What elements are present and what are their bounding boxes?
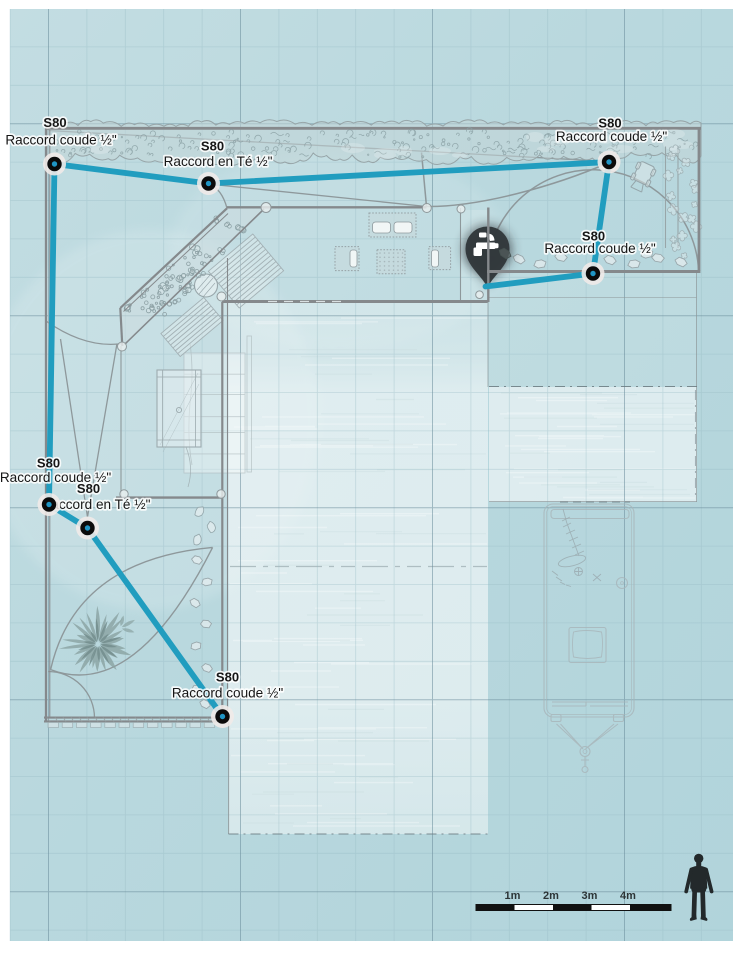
svg-text:Raccord coude ½": Raccord coude ½" — [172, 686, 284, 701]
svg-text:Raccord en Té ½": Raccord en Té ½" — [42, 497, 151, 512]
svg-text:Raccord coude ½": Raccord coude ½" — [0, 470, 111, 485]
svg-text:S80: S80 — [598, 116, 621, 131]
svg-text:Raccord coude ½": Raccord coude ½" — [544, 241, 656, 256]
svg-text:S80: S80 — [37, 456, 60, 471]
svg-text:Raccord coude ½": Raccord coude ½" — [172, 686, 284, 701]
svg-text:S80: S80 — [582, 229, 605, 244]
svg-text:S80: S80 — [201, 139, 224, 154]
svg-text:Raccord coude ½": Raccord coude ½" — [556, 129, 668, 144]
svg-text:Raccord coude ½": Raccord coude ½" — [544, 241, 656, 256]
svg-text:S80: S80 — [582, 229, 605, 244]
svg-text:S80: S80 — [43, 115, 66, 130]
svg-text:Raccord coude ½": Raccord coude ½" — [0, 470, 111, 485]
svg-text:S80: S80 — [43, 115, 66, 130]
svg-text:S80: S80 — [77, 481, 100, 496]
svg-text:S80: S80 — [216, 670, 239, 685]
svg-text:Raccord en Té ½": Raccord en Té ½" — [42, 497, 151, 512]
svg-text:S80: S80 — [37, 456, 60, 471]
svg-text:4m: 4m — [620, 890, 636, 902]
svg-text:S80: S80 — [598, 116, 621, 131]
svg-text:Raccord coude ½": Raccord coude ½" — [5, 133, 117, 148]
svg-text:Raccord en Té ½": Raccord en Té ½" — [164, 154, 273, 169]
svg-text:3m: 3m — [582, 890, 598, 902]
svg-text:Raccord coude ½": Raccord coude ½" — [5, 133, 117, 148]
svg-text:S80: S80 — [77, 481, 100, 496]
svg-text:1m: 1m — [505, 890, 521, 902]
svg-text:Raccord en Té ½": Raccord en Té ½" — [164, 154, 273, 169]
svg-text:S80: S80 — [201, 139, 224, 154]
svg-text:Raccord coude ½": Raccord coude ½" — [556, 129, 668, 144]
svg-text:2m: 2m — [543, 890, 559, 902]
svg-text:S80: S80 — [216, 670, 239, 685]
